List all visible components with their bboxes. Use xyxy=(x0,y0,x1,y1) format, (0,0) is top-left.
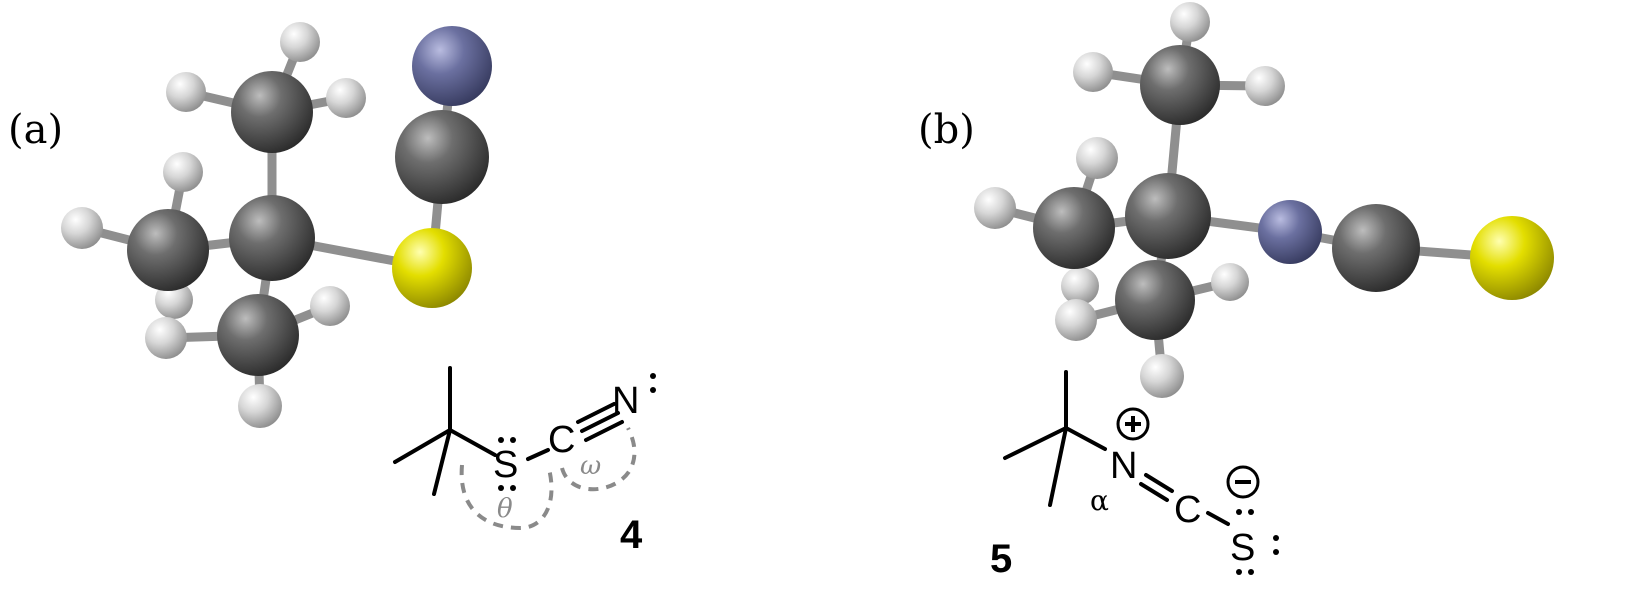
compound-number-4: 4 xyxy=(620,513,643,557)
compound-number-5: 5 xyxy=(990,537,1012,581)
angle-arc-theta xyxy=(459,464,554,531)
hydrogen-atom xyxy=(163,152,203,192)
atom-label-n: N xyxy=(1110,445,1137,487)
hydrogen-atom xyxy=(1076,137,1118,179)
panel-a: (a) xyxy=(8,22,656,557)
nitrogen-atom xyxy=(412,26,492,106)
nitrogen-atom xyxy=(1258,200,1322,264)
sulfur-atom xyxy=(1470,216,1554,300)
hydrogen-atom xyxy=(974,187,1016,229)
hydrogen-atom xyxy=(1211,263,1249,301)
panel-b: (b) xyxy=(918,2,1554,581)
hydrogen-atoms-front-a xyxy=(61,72,366,428)
hydrogen-atom xyxy=(310,286,350,326)
angle-label-omega: ω xyxy=(580,451,601,481)
ball-and-stick-model-a xyxy=(61,22,492,428)
hydrogen-atoms-front-b xyxy=(974,52,1285,398)
carbon-atoms-b xyxy=(1033,45,1220,340)
plus-charge xyxy=(1116,407,1150,441)
atom-label-s: S xyxy=(493,444,518,486)
carbon-atom-quaternary xyxy=(229,195,315,281)
panel-label-a: (a) xyxy=(8,107,63,153)
carbon-atom-isothiocyanate xyxy=(1332,204,1420,292)
atom-label-c: C xyxy=(548,419,575,461)
lone-pairs-s xyxy=(1236,509,1279,575)
carbon-atom-nitrile xyxy=(395,110,489,204)
carbon-atoms-a xyxy=(127,71,489,376)
hydrogen-atom xyxy=(1170,2,1210,42)
hydrogen-atom xyxy=(61,207,103,249)
hydrogen-atom xyxy=(326,78,366,118)
position-label-alpha: α xyxy=(1090,484,1109,517)
skeletal-structure-5: N α C S 5 xyxy=(990,370,1279,581)
hydrogen-atom xyxy=(145,317,187,359)
hydrogen-atom xyxy=(1140,354,1184,398)
hydrogen-atom xyxy=(1055,299,1097,341)
carbon-atom-methyl-left xyxy=(1033,187,1115,269)
carbon-atom-methyl-top xyxy=(1140,45,1220,125)
carbon-atom-methyl-left xyxy=(127,209,209,291)
lone-pair-n xyxy=(650,373,656,393)
hydrogen-atom xyxy=(166,72,206,112)
double-bond-nc xyxy=(1139,473,1174,502)
angle-label-theta: θ xyxy=(497,494,513,524)
panel-label-b: (b) xyxy=(918,107,975,153)
triple-bond-cn xyxy=(576,402,624,442)
atom-label-c: C xyxy=(1174,489,1201,531)
carbon-atom-methyl-bottom xyxy=(217,294,299,376)
carbon-atom-methyl-top xyxy=(231,71,313,153)
atom-label-n: N xyxy=(612,380,639,422)
hydrogen-atom xyxy=(1245,66,1285,106)
minus-charge xyxy=(1226,465,1260,499)
hydrogen-atom xyxy=(280,22,320,62)
hydrogen-atom xyxy=(1073,52,1113,92)
sulfur-atom xyxy=(392,228,472,308)
hydrogen-atom xyxy=(238,384,282,428)
hydrogen-atom xyxy=(1061,267,1099,305)
skeletal-structure-4: S C N θ ω 4 xyxy=(393,366,656,557)
atom-label-s: S xyxy=(1230,527,1255,569)
carbon-atom-quaternary xyxy=(1125,173,1211,259)
lone-pairs-s xyxy=(498,437,516,491)
ball-and-stick-model-b xyxy=(974,2,1554,398)
angle-arc-omega xyxy=(560,427,637,492)
carbon-atom-methyl-bottom xyxy=(1115,260,1195,340)
hydrogen-atoms-back-b xyxy=(1061,2,1210,305)
